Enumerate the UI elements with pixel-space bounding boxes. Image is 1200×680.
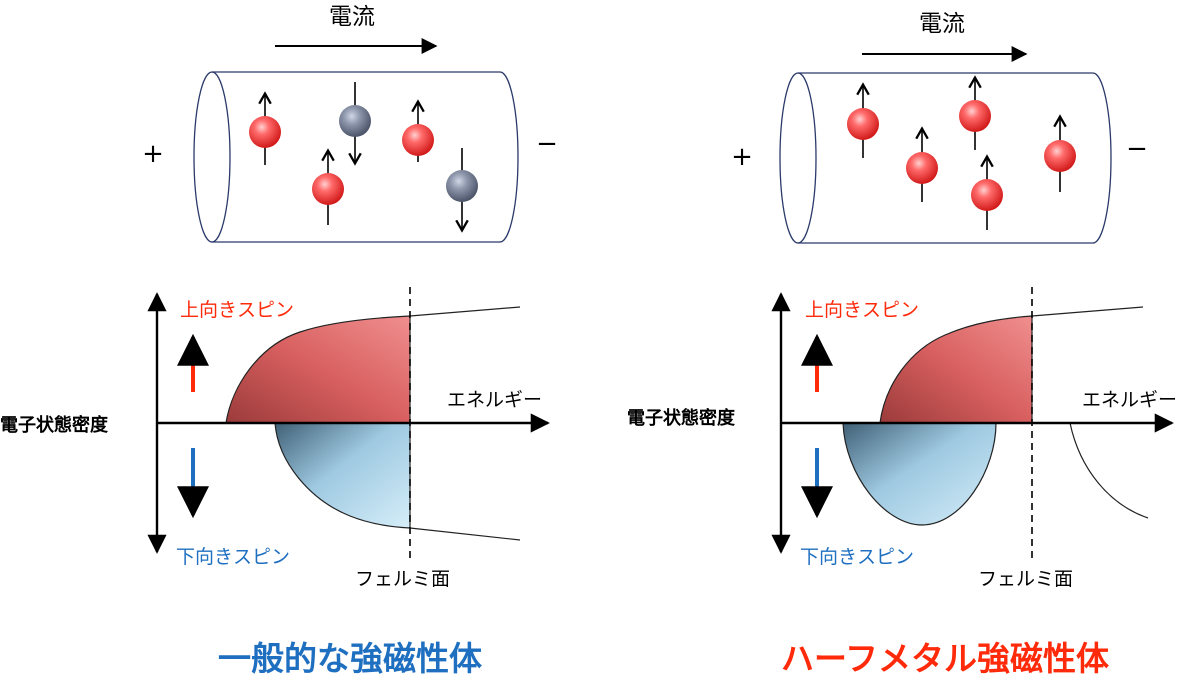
right-fermi-label: フェルミ面: [978, 568, 1073, 590]
right-conductor: 電流 + −: [731, 11, 1148, 244]
left-caption: 一般的な強磁性体: [218, 639, 482, 678]
left-spin-down-label: 下向きスピン: [176, 546, 290, 568]
left-spin-down-band: [274, 422, 411, 529]
left-current-label: 電流: [329, 4, 375, 30]
left-conductor: 電流 + −: [142, 4, 558, 243]
right-cylinder-end: [779, 72, 817, 244]
right-minus-sign: −: [1126, 134, 1148, 164]
right-caption: ハーフメタル強磁性体: [780, 639, 1110, 678]
left-dos-label: 電子状態密度: [0, 414, 109, 436]
electron-spin-down: [446, 148, 478, 233]
right-panel: 電流 + −: [627, 11, 1177, 590]
right-spin-up-label: 上向きスピン: [805, 299, 919, 321]
left-minus-sign: −: [536, 129, 558, 159]
right-dos-graph: 上向きスピン 下向きスピン 電子状態密度 エネルギー フェルミ面: [627, 287, 1177, 590]
left-energy-label: エネルギー: [447, 389, 542, 411]
left-cylinder-end: [193, 71, 231, 243]
electron-spin-up: [959, 75, 991, 150]
left-spin-up-label: 上向きスピン: [180, 299, 294, 321]
right-spin-down-band: [842, 422, 997, 526]
right-energy-label: エネルギー: [1082, 389, 1177, 411]
electron-spin-up: [906, 126, 938, 202]
electron-spin-down: [339, 82, 371, 166]
electron-spin-up: [971, 154, 1003, 230]
right-cylinder-body: [798, 72, 1112, 244]
right-spin-up-band: [879, 315, 1033, 424]
electron-spin-up: [1044, 114, 1076, 192]
right-spin-up-band-tail: [1031, 306, 1144, 317]
left-spin-down-band-tail: [409, 527, 521, 541]
right-spin-down-upper-band: [1069, 422, 1149, 519]
electron-spin-up: [312, 148, 344, 225]
left-dos-graph: 上向きスピン 下向きスピン 電子状態密度 エネルギー フェルミ面: [0, 287, 550, 590]
right-current-label: 電流: [919, 11, 965, 37]
right-spin-down-label: 下向きスピン: [800, 546, 914, 568]
right-plus-sign: +: [731, 142, 753, 172]
left-fermi-label: フェルミ面: [355, 568, 450, 590]
electron-spin-up: [249, 91, 281, 165]
left-plus-sign: +: [142, 139, 164, 169]
left-spin-up-band-tail: [409, 306, 521, 317]
right-dos-label: 電子状態密度: [627, 407, 736, 429]
left-spin-up-band: [225, 315, 411, 424]
electron-spin-up: [847, 82, 879, 158]
left-cylinder-body: [212, 71, 519, 243]
left-panel: 電流 + −: [0, 4, 558, 590]
electron-spin-up: [402, 99, 434, 162]
